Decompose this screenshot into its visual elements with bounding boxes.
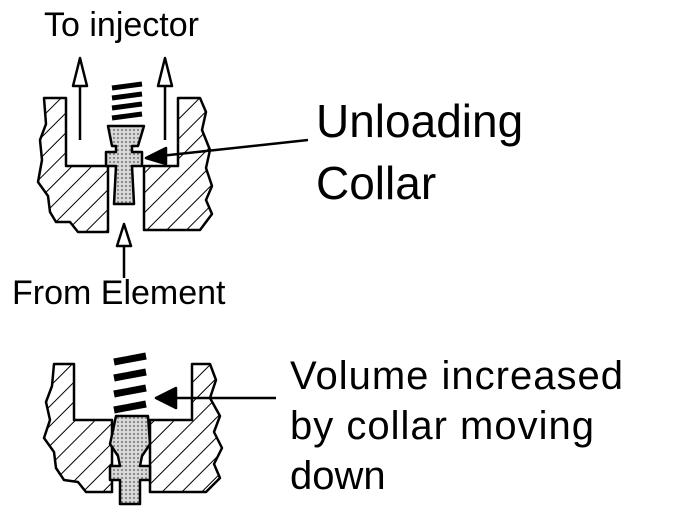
top-right-body [142, 96, 214, 232]
volume-label-line3: down [290, 454, 386, 498]
top-valve-collar [104, 124, 146, 206]
volume-label-line2: by collar moving [290, 404, 596, 448]
bottom-spring [113, 352, 147, 414]
top-spring [111, 81, 143, 121]
bottom-valve-collar [108, 414, 152, 506]
volume-label-line1: Volume increased [290, 354, 624, 398]
top-valve [36, 56, 309, 278]
unloading-collar-label-line1: Unloading [316, 95, 524, 147]
top-left-body [36, 96, 110, 234]
collar-pointer-arrow [144, 138, 309, 166]
from-element-label: From Element [12, 274, 226, 312]
bottom-valve [42, 352, 276, 506]
bottom-left-body [42, 362, 114, 494]
top-flow-arrows [71, 56, 174, 278]
unloading-collar-label-line2: Collar [316, 157, 437, 209]
bottom-right-body [148, 362, 224, 494]
to-injector-label: To injector [44, 6, 199, 44]
volume-pointer-arrow [154, 386, 276, 410]
